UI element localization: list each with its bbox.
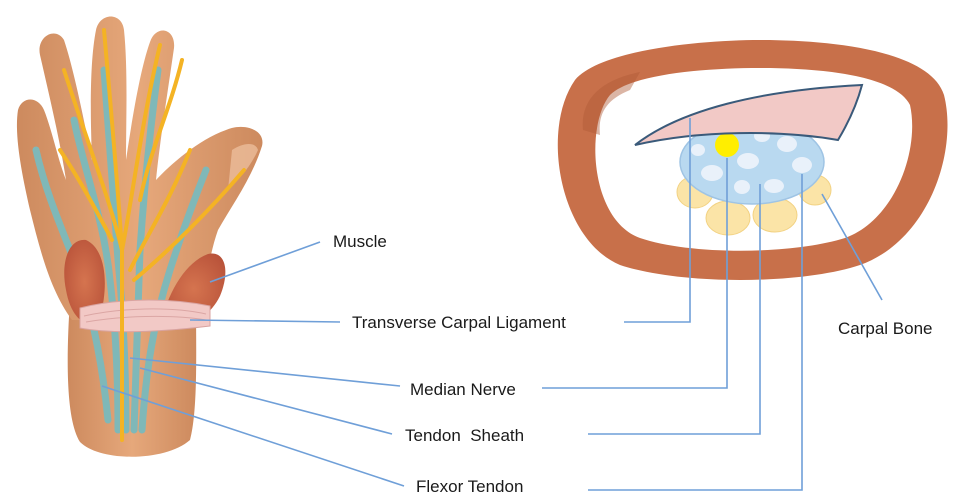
tendon-dot <box>792 157 812 173</box>
tendon-dot <box>734 180 750 194</box>
ligament-band <box>80 300 210 332</box>
tendon-dot <box>701 165 723 181</box>
label-tendon-sheath: Tendon Sheath <box>405 426 524 445</box>
label-transverse-carpal-ligament: Transverse Carpal Ligament <box>352 313 566 332</box>
label-flexor-tendon: Flexor Tendon <box>416 477 523 496</box>
label-carpal-bone: Carpal Bone <box>838 319 933 338</box>
carpal-bone-2 <box>706 201 750 235</box>
median-nerve-dot <box>715 133 739 157</box>
leader-ligament-left <box>190 320 340 322</box>
tendon-dot <box>737 153 759 169</box>
wrist-cross-section <box>558 40 948 280</box>
leader-muscle <box>210 242 320 282</box>
labels: Muscle Transverse Carpal Ligament Median… <box>333 232 933 496</box>
tendon-dot <box>777 136 797 152</box>
tendon-dot <box>764 179 784 193</box>
label-muscle: Muscle <box>333 232 387 251</box>
label-median-nerve: Median Nerve <box>410 380 516 399</box>
leader-ligament-right <box>624 118 690 322</box>
tendon-dot <box>691 144 705 156</box>
